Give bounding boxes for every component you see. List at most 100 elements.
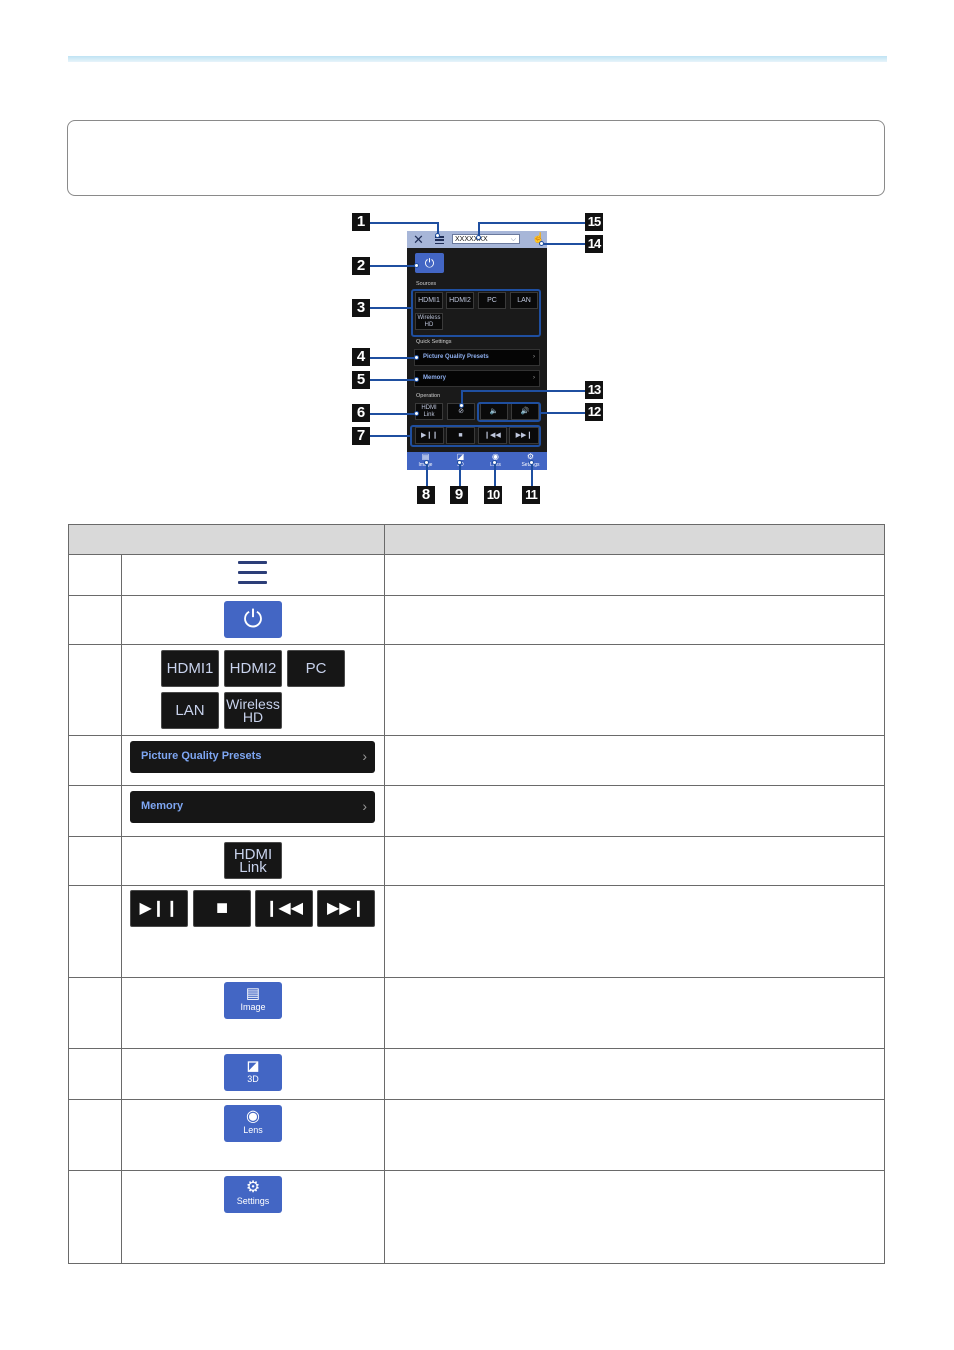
row-description-cell xyxy=(384,644,885,736)
row-image-cell: ⏻ xyxy=(121,595,385,645)
leader-dot xyxy=(424,460,429,465)
hdmi1-button-image: HDMI1 xyxy=(161,650,219,687)
callout-13: 13 xyxy=(585,381,603,399)
leader-dot xyxy=(414,411,419,416)
picture-quality-presets-bar: Picture Quality Presets› xyxy=(130,741,375,773)
memory-label: Memory xyxy=(141,800,184,812)
callout-6: 6 xyxy=(352,404,370,422)
playback-highlight xyxy=(410,425,541,447)
chevron-down-icon: ⌵ xyxy=(510,236,516,243)
touch-icon[interactable]: ☝ xyxy=(532,233,545,244)
row-image-cell: Memory› xyxy=(121,785,385,837)
row-number-cell xyxy=(68,836,122,886)
tab-image[interactable]: ▤Image xyxy=(409,452,442,470)
table-row: ▶❙❙ ■ ❙◀◀ ▶▶❙ xyxy=(68,885,885,978)
leader-15 xyxy=(478,222,585,224)
leader-7 xyxy=(370,435,411,437)
wireless-hd-line2: HD xyxy=(242,709,264,725)
gear-icon: ⚙ xyxy=(526,452,535,461)
3d-icon: ◪ xyxy=(456,452,465,461)
row-image-cell: Picture Quality Presets› xyxy=(121,735,385,786)
source-pc[interactable]: PC xyxy=(478,292,506,309)
3d-icon: ◪ xyxy=(246,1058,260,1073)
callout-3: 3 xyxy=(352,299,370,317)
memory-row[interactable]: Memory› xyxy=(414,370,540,387)
callout-12: 12 xyxy=(585,403,603,421)
next-icon[interactable]: ▶▶❙ xyxy=(509,427,539,444)
leader-13-drop xyxy=(461,390,463,406)
row-number-cell xyxy=(68,554,122,596)
hdmi2-button-image: HDMI2 xyxy=(224,650,282,687)
tab-settings-label: Settings xyxy=(521,462,539,468)
picture-quality-label: Picture Quality Presets xyxy=(141,750,262,762)
previous-icon[interactable]: ❙◀◀ xyxy=(478,427,507,444)
row-number-cell xyxy=(68,977,122,1049)
table-row: Memory› xyxy=(68,785,885,837)
projector-name: XXXXXXX xyxy=(455,236,488,243)
table-row xyxy=(68,554,885,596)
image-icon: ▤ xyxy=(245,985,261,1002)
leader-3 xyxy=(370,307,411,309)
lens-icon: ◉ xyxy=(246,1108,260,1125)
3d-tab-image: ◪ 3D xyxy=(224,1054,282,1091)
tab-settings[interactable]: ⚙Settings xyxy=(514,452,547,470)
leader-13 xyxy=(461,390,585,392)
callout-1: 1 xyxy=(352,213,370,231)
header-cell xyxy=(68,524,385,555)
picture-quality-presets-row[interactable]: Picture Quality Presets› xyxy=(414,349,540,366)
leader-1-drop xyxy=(437,222,439,236)
sources-highlight xyxy=(411,289,541,337)
next-icon: ▶▶❙ xyxy=(317,890,375,927)
close-icon[interactable]: ✕ xyxy=(413,232,424,247)
leader-6 xyxy=(370,413,416,415)
image-icon: ▤ xyxy=(421,452,430,461)
picture-quality-label: Picture Quality Presets xyxy=(423,354,489,360)
row-number-cell xyxy=(68,885,122,978)
leader-dot xyxy=(476,235,481,240)
play-pause-icon[interactable]: ▶❙❙ xyxy=(415,427,444,444)
3d-tab-label: 3D xyxy=(247,1074,259,1084)
leader-dot xyxy=(414,355,419,360)
stop-icon[interactable]: ■ xyxy=(446,427,475,444)
leader-dot xyxy=(459,403,464,408)
source-hdmi1[interactable]: HDMI1 xyxy=(415,292,443,309)
hdmi-link-button[interactable]: HDMI Link xyxy=(415,403,443,420)
row-image-cell: ◉ Lens xyxy=(121,1099,385,1171)
hdmi-link-line1: HDMI xyxy=(233,846,273,863)
row-number-cell xyxy=(68,1048,122,1100)
settings-tab-image: ⚙ Settings xyxy=(224,1176,282,1213)
callout-10: 10 xyxy=(484,486,502,504)
row-description-cell xyxy=(384,977,885,1049)
projector-select[interactable]: XXXXXXX ⌵ xyxy=(452,234,520,244)
wireless-hd-button-image: Wireless HD xyxy=(224,692,282,729)
source-lan[interactable]: LAN xyxy=(510,292,538,309)
leader-dot xyxy=(414,263,419,268)
leader-dot xyxy=(457,460,462,465)
row-description-cell xyxy=(384,554,885,596)
row-number-cell xyxy=(68,785,122,837)
volume-highlight xyxy=(477,402,541,422)
row-image-cell: HDMI1 HDMI2 PC LAN Wireless HD xyxy=(121,644,385,736)
button-reference-table: ⏻ HDMI1 HDMI2 PC LAN Wireless HD Picture… xyxy=(68,524,885,1264)
leader-1 xyxy=(370,222,438,224)
sources-heading: Sources xyxy=(416,281,437,287)
table-row: ⚙ Settings xyxy=(68,1170,885,1264)
row-description-cell xyxy=(384,595,885,645)
header-rule xyxy=(68,56,887,62)
hdmi-link-line2: Link xyxy=(239,859,267,876)
stop-icon: ■ xyxy=(193,890,251,927)
leader-dot xyxy=(492,460,497,465)
row-number-cell xyxy=(68,735,122,786)
power-icon: ⏻ xyxy=(224,601,282,638)
memory-bar: Memory› xyxy=(130,791,375,823)
row-description-cell xyxy=(384,1170,885,1264)
row-number-cell xyxy=(68,1099,122,1171)
callout-8: 8 xyxy=(417,486,435,504)
table-row: HDMI Link xyxy=(68,836,885,886)
row-image-cell: ▤ Image xyxy=(121,977,385,1049)
source-hdmi2[interactable]: HDMI2 xyxy=(446,292,474,309)
table-row: Picture Quality Presets› xyxy=(68,735,885,786)
source-wireless-hd[interactable]: Wireless HD xyxy=(415,313,443,330)
leader-9 xyxy=(459,462,461,486)
power-button[interactable]: ⏻ xyxy=(415,253,444,273)
